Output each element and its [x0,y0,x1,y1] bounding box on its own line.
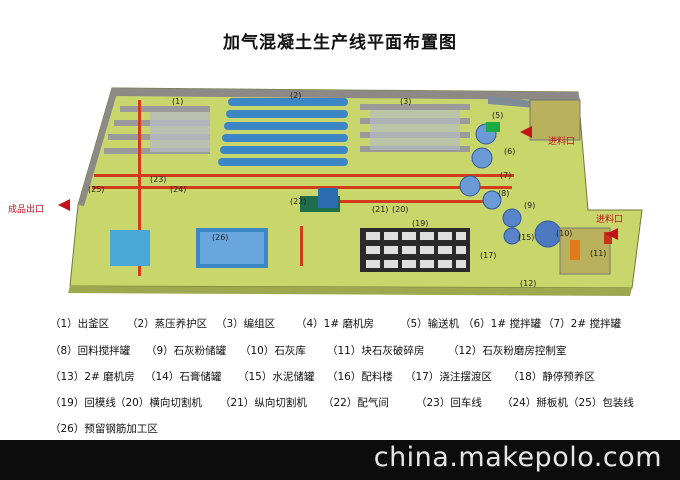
legend-item: （17）浇注摆渡区 [405,371,492,383]
storage-room-top [529,99,581,141]
label-n17: (17) [480,251,496,260]
zone-1-racks [104,106,210,154]
label-n20: (20) [392,205,408,214]
block-grid [360,228,470,272]
label-n8: (8) [498,189,509,198]
legend-item: （10）石灰库 [240,345,306,357]
label-n23: (23) [150,175,166,184]
legend-item: （25）包装线 [568,397,634,409]
legend-item: （7）2# 搅拌罐 [543,318,621,330]
label-n6: (6) [504,147,515,156]
legend-item: （15）水泥储罐 [238,371,315,383]
exit-arrow-icon [58,199,70,211]
legend-item: （26）预留钢筋加工区 [50,423,158,435]
floor-edge [68,286,632,296]
legend-item: （18）静停预养区 [508,371,595,383]
legend-item: （4）1# 磨机房 [296,318,374,330]
legend-item: （9）石灰粉储罐 [146,345,227,357]
label-n22: (22) [290,197,306,206]
exit-label: 成品出口 [8,203,44,215]
label-n2: (2) [290,91,301,100]
label-n21: (21) [372,205,388,214]
legend-item: （22）配气间 [323,397,389,409]
zone-3-racks [360,104,470,152]
watermark-bar: china.makepolo.com [0,440,680,480]
legend-item: （12）石灰粉磨房控制室 [448,345,567,357]
legend-item: （1）出釜区 [50,318,110,330]
legend-item: （13）2# 磨机房 [50,371,135,383]
legend-item: （11）块石灰破碎房 [327,345,425,357]
legend-item: （2）蒸压养护区 [127,318,208,330]
legend-item: （5）输送机 [400,318,460,330]
transfer-rails [92,100,514,276]
legend-item: （24）掰板机 [502,397,568,409]
legend-item: （23）回车线 [416,397,482,409]
label-n5: (5) [492,111,503,120]
legend-item: （3）编组区 [216,318,276,330]
zone-26-yard [110,228,268,268]
label-n10: (10) [556,229,572,238]
label-n15: (15) [518,233,534,242]
legend-item: （19）回模线 [50,397,116,409]
legend-item: （8）回料搅拌罐 [50,345,131,357]
factory-floor-plan: (1) (2) (3) (5) (6) (7) (8) (9) (10) (11… [8,87,643,296]
entry-label-right: 进料口 [596,213,623,225]
label-n9: (9) [524,201,535,210]
entry-arrow-right-icon [606,228,618,240]
legend-item: （21）纵向切割机 [220,397,307,409]
label-n24: (24) [170,185,186,194]
legend-item: （20）横向切割机 [115,397,202,409]
label-n11: (11) [590,249,606,258]
legend-item: （16）配料楼 [327,371,393,383]
entry-arrow-top-icon [520,126,532,138]
label-n26: (26) [212,233,228,242]
label-n19: (19) [412,219,428,228]
storage-room-right [559,227,611,275]
watermark-text: china.makepolo.com [373,442,662,473]
legend-item: （14）石膏储罐 [145,371,222,383]
back-wall [110,88,580,100]
autoclave-bank [218,98,348,166]
label-n25: (25) [88,185,104,194]
label-n1: (1) [172,97,183,106]
entry-label-top: 进料口 [548,135,575,147]
label-n7: (7) [500,171,511,180]
legend-item: （6）1# 搅拌罐 [463,318,541,330]
left-wall [78,88,118,206]
label-n12: (12) [520,279,536,288]
mixing-tanks [459,122,562,248]
label-n3: (3) [400,97,411,106]
page-title: 加气混凝土生产线平面布置图 [223,33,457,53]
